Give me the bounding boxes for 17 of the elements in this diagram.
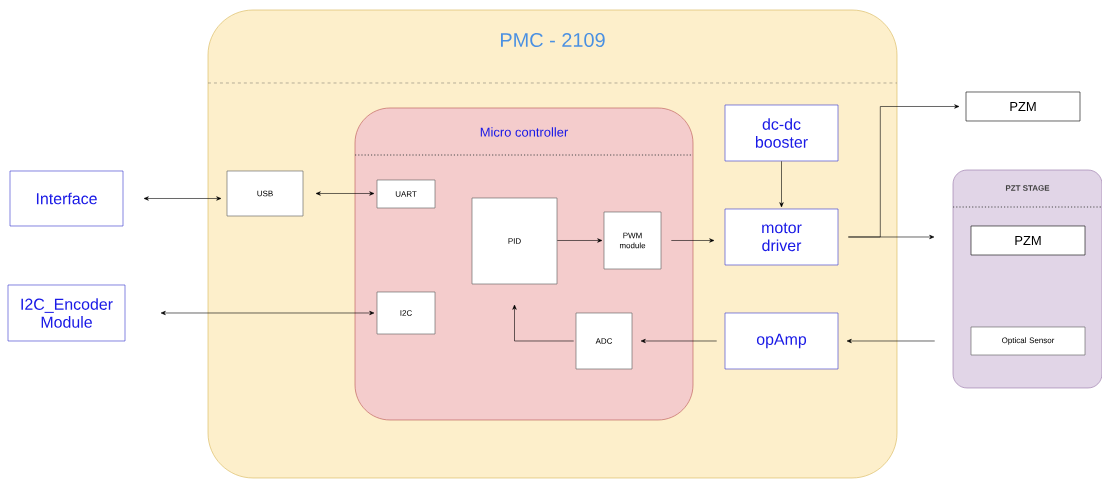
arrow: [143, 196, 222, 201]
block-box: Interface: [9, 170, 124, 227]
block-box: motor driver: [724, 208, 839, 266]
arrow: [846, 338, 935, 344]
module-box: PZM: [965, 91, 1081, 122]
arrow: [848, 234, 935, 240]
arrow: [640, 338, 717, 344]
arrow: [779, 161, 784, 208]
block-box: dc-dc booster: [724, 104, 839, 162]
arrow: [315, 191, 375, 196]
block-box: I2C_Encoder Module: [7, 284, 126, 342]
arrow: [557, 238, 603, 243]
arrow: [512, 304, 574, 342]
arrow: [671, 238, 715, 243]
block-box: opAmp: [724, 312, 839, 370]
module-box: PZM: [970, 225, 1086, 256]
arrow: [160, 310, 375, 316]
